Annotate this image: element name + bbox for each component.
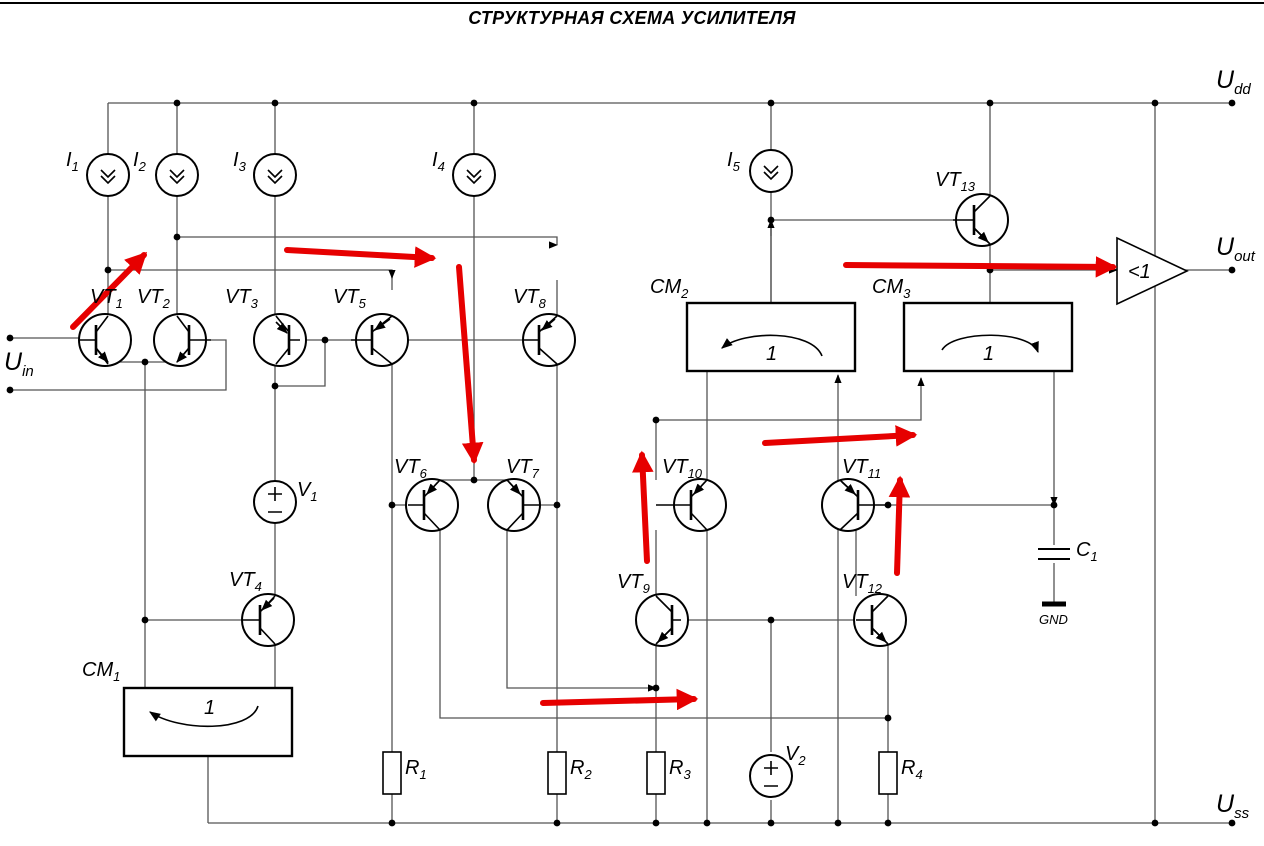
label-vt9: VT9 bbox=[617, 571, 650, 596]
transistor-vt13 bbox=[953, 193, 1009, 247]
label-i5: I5 bbox=[727, 149, 741, 174]
label-r4: R4 bbox=[901, 757, 923, 782]
buffer-gain-label: <1 bbox=[1128, 261, 1151, 283]
signal-arrow-5 bbox=[632, 450, 654, 564]
label-vt3: VT3 bbox=[225, 286, 259, 311]
transistor-vt3 bbox=[253, 313, 307, 367]
label-i2: I2 bbox=[133, 149, 147, 174]
resistor-r4 bbox=[878, 751, 898, 795]
label-uin: Uin bbox=[4, 348, 34, 380]
label-vt2: VT2 bbox=[137, 286, 171, 311]
label-cm3: CM3 bbox=[872, 276, 911, 301]
cm2-gain: 1 bbox=[766, 343, 777, 365]
label-v1: V1 bbox=[297, 479, 318, 504]
label-i1: I1 bbox=[66, 149, 79, 174]
label-cm1: CM1 bbox=[82, 659, 120, 684]
label-vt7: VT7 bbox=[506, 456, 540, 481]
current-source-i4 bbox=[452, 153, 496, 197]
label-r3: R3 bbox=[669, 757, 691, 782]
label-vt10: VT10 bbox=[662, 456, 703, 481]
voltage-source-v1 bbox=[253, 480, 297, 524]
current-source-i2 bbox=[155, 153, 199, 197]
transistor-vt4 bbox=[241, 593, 295, 647]
label-cm2: CM2 bbox=[650, 276, 689, 301]
label-vt13: VT13 bbox=[935, 169, 976, 194]
label-r2: R2 bbox=[570, 757, 592, 782]
transistor-vt11 bbox=[821, 478, 888, 532]
label-i3: I3 bbox=[233, 149, 247, 174]
label-i4: I4 bbox=[432, 149, 445, 174]
diagram-title: СТРУКТУРНАЯ СХЕМА УСИЛИТЕЛЯ bbox=[468, 8, 796, 28]
signal-arrow-2 bbox=[284, 246, 437, 268]
signal-arrow-7 bbox=[888, 475, 911, 576]
signal-arrow-4 bbox=[540, 688, 699, 711]
cm1-gain: 1 bbox=[204, 697, 215, 719]
label-v2: V2 bbox=[785, 743, 806, 768]
transistor-vt5 bbox=[351, 313, 409, 367]
labels: Udd Uout Uss Uin I1 I2 I3 I4 I5 VT1 VT2 … bbox=[4, 66, 1256, 822]
title-rule bbox=[0, 2, 1264, 4]
transistor-vt7 bbox=[487, 478, 541, 532]
label-uout: Uout bbox=[1216, 233, 1256, 265]
transistor-vt6 bbox=[405, 478, 459, 532]
resistor-r3 bbox=[646, 751, 666, 795]
current-mirror-cm2 bbox=[685, 301, 857, 373]
signal-arrow-3 bbox=[456, 264, 484, 465]
current-mirror-cm1 bbox=[122, 686, 294, 758]
label-uss: Uss bbox=[1216, 790, 1250, 822]
capacitor-c1 bbox=[1038, 548, 1070, 560]
current-source-i3 bbox=[253, 153, 297, 197]
label-gnd: GND bbox=[1039, 612, 1068, 627]
label-vt4: VT4 bbox=[229, 569, 262, 594]
junction-dots bbox=[6, 99, 1236, 827]
current-mirror-cm3 bbox=[902, 301, 1074, 373]
resistor-r1 bbox=[382, 751, 402, 795]
signal-arrow-6 bbox=[762, 425, 918, 447]
transistor-vt9 bbox=[635, 593, 689, 647]
signal-arrow-8 bbox=[843, 256, 1118, 278]
transistor-vt12 bbox=[853, 593, 907, 647]
label-vt8: VT8 bbox=[513, 286, 547, 311]
label-r1: R1 bbox=[405, 757, 427, 782]
label-c1: C1 bbox=[1076, 539, 1098, 564]
voltage-source-v2 bbox=[749, 754, 793, 798]
label-udd: Udd bbox=[1216, 66, 1251, 98]
label-vt5: VT5 bbox=[333, 286, 367, 311]
transistor-vt2 bbox=[153, 313, 211, 367]
transistor-vt10 bbox=[656, 478, 727, 532]
resistor-r2 bbox=[547, 751, 567, 795]
wiring bbox=[10, 102, 1232, 824]
label-vt12: VT12 bbox=[842, 571, 883, 596]
transistor-vt1 bbox=[78, 313, 132, 367]
current-source-i5 bbox=[749, 149, 793, 193]
label-vt11: VT11 bbox=[842, 456, 881, 481]
label-vt1: VT1 bbox=[90, 286, 123, 311]
signal-arrow-1 bbox=[70, 251, 148, 330]
cm3-gain: 1 bbox=[983, 343, 994, 365]
signal-flow-arrows bbox=[70, 246, 1118, 711]
transistor-vt8 bbox=[522, 313, 576, 367]
current-source-i1 bbox=[86, 153, 130, 197]
label-vt6: VT6 bbox=[394, 456, 428, 481]
